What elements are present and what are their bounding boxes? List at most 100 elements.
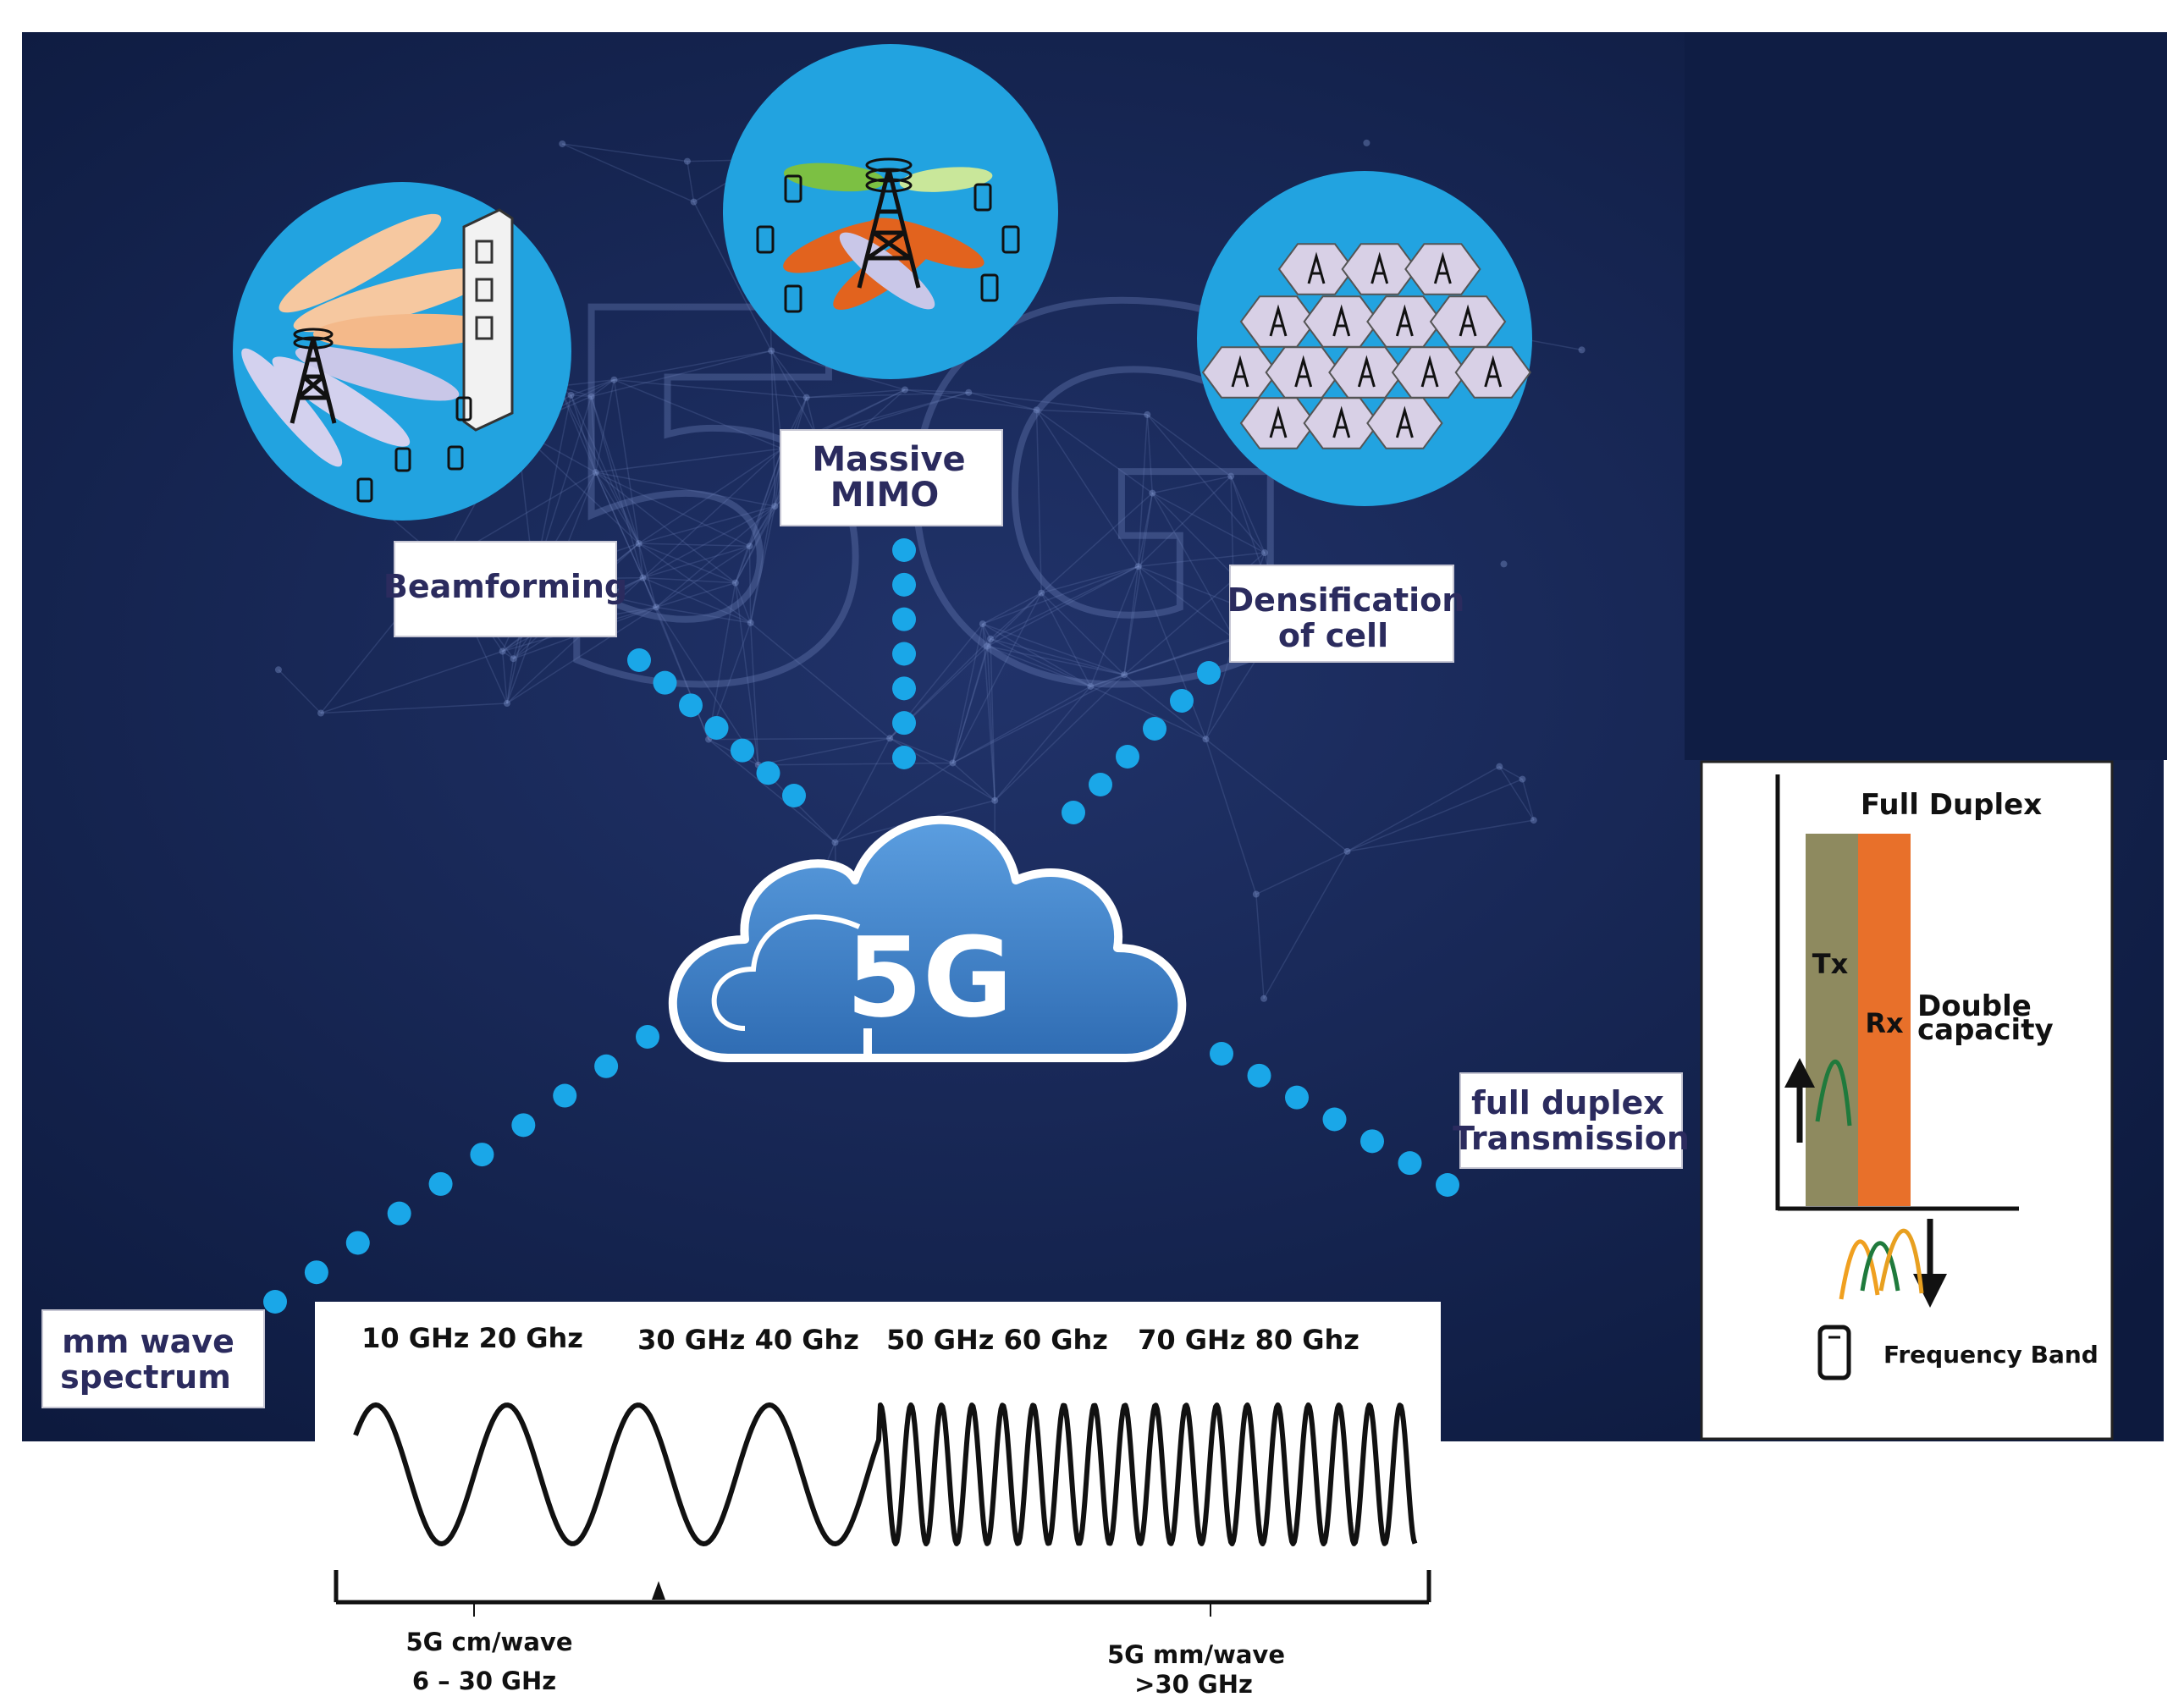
hex-cell	[1391, 346, 1469, 399]
freq-label-4: 70 GHz 80 Ghz	[1138, 1324, 1359, 1356]
connector-dot	[304, 1260, 328, 1285]
mesh-line	[982, 565, 1139, 625]
mesh-line	[590, 396, 640, 544]
mesh-node	[1519, 775, 1526, 783]
mesh-line	[1205, 739, 1257, 895]
mesh-line	[1041, 565, 1139, 594]
mesh-line	[994, 674, 1125, 802]
mesh-line	[320, 702, 507, 714]
mini-tower-icon	[1420, 355, 1439, 388]
connector-dot	[892, 711, 916, 736]
mesh-line	[506, 628, 535, 704]
mesh-line	[643, 576, 736, 584]
connector-dot	[679, 693, 703, 718]
connector-dot	[345, 1231, 370, 1255]
mesh-line	[750, 622, 891, 739]
mesh-line	[655, 606, 751, 624]
mesh-line	[1036, 409, 1153, 494]
mini-tower-icon	[1269, 304, 1288, 337]
mesh-line	[806, 391, 969, 399]
mesh-line	[571, 378, 615, 396]
svg-text:spectrum: spectrum	[60, 1358, 231, 1396]
mesh-line	[994, 686, 1091, 802]
mini-tower-icon	[1332, 405, 1351, 438]
mesh-line	[1035, 409, 1139, 567]
mesh-line	[643, 505, 775, 579]
mini-tower-icon	[1395, 304, 1414, 337]
mesh-line	[614, 378, 807, 399]
mesh-line	[904, 388, 969, 394]
mini-tower-icon	[1231, 355, 1249, 388]
mesh-line	[968, 391, 1037, 411]
connector-dot	[511, 1113, 536, 1138]
beamforming-circle	[233, 182, 571, 521]
mesh-line	[735, 582, 759, 765]
connector-dot	[756, 761, 780, 785]
connector-dot	[1285, 1085, 1309, 1110]
densification-label: Densification of cell	[1227, 565, 1464, 663]
mesh-line	[614, 378, 783, 449]
mini-tower-icon	[1433, 251, 1452, 284]
hex-cell	[1277, 243, 1355, 295]
beamforming-label: Beamforming	[383, 541, 627, 637]
mesh-node	[690, 198, 698, 206]
connector-dot	[1360, 1129, 1384, 1154]
connector-dot	[1247, 1063, 1271, 1088]
mesh-line	[590, 396, 644, 578]
mesh-node	[567, 391, 575, 399]
mesh-line	[1036, 409, 1148, 416]
mesh-node	[317, 709, 325, 717]
connector-dot	[594, 1054, 619, 1078]
svg-text:Transmission: Transmission	[1453, 1120, 1690, 1157]
mesh-line	[1255, 851, 1348, 895]
mesh-line	[968, 391, 1148, 416]
mesh-line	[558, 385, 640, 544]
connector-dot	[782, 784, 806, 807]
mesh-line	[594, 379, 615, 473]
mesh-line	[952, 762, 995, 802]
mesh-node	[1038, 589, 1045, 597]
mesh-line	[655, 607, 709, 740]
mesh-line	[986, 646, 995, 801]
mesh-node	[587, 393, 595, 400]
mesh-line	[278, 669, 322, 714]
mesh-line	[749, 505, 776, 624]
hex-cell	[1404, 243, 1481, 295]
mesh-line	[501, 651, 508, 704]
connector-dot	[1436, 1173, 1459, 1197]
hex-cell	[1366, 397, 1443, 449]
mesh-line	[561, 143, 694, 203]
connector-dot	[263, 1290, 287, 1314]
mesh-node	[747, 619, 754, 626]
mesh-node	[802, 394, 810, 401]
connector-dot	[653, 670, 677, 695]
mesh-line	[594, 471, 657, 608]
hex-cell	[1454, 346, 1531, 399]
mesh-line	[638, 543, 750, 547]
mini-tower-icon	[1459, 304, 1477, 337]
mesh-line	[595, 471, 640, 544]
mesh-line	[982, 623, 1125, 675]
mesh-line	[614, 350, 772, 381]
svg-text:mm wave: mm wave	[62, 1323, 234, 1360]
mesh-node	[1500, 560, 1508, 568]
connector-dot	[470, 1143, 494, 1167]
rx-signal-orange-2	[1878, 1228, 1924, 1294]
mesh-line	[1263, 851, 1348, 1000]
mesh-line	[320, 650, 503, 714]
hex-cell	[1265, 346, 1342, 399]
mesh-node	[1087, 682, 1095, 690]
mesh-line	[595, 471, 750, 547]
mesh-line	[815, 388, 906, 436]
mesh-node	[1121, 671, 1128, 679]
mesh-line	[1138, 552, 1266, 567]
rx-signal-orange	[1839, 1239, 1880, 1300]
mesh-line	[594, 471, 644, 578]
mesh-node	[274, 666, 282, 674]
mesh-line	[770, 350, 808, 399]
mesh-line	[591, 379, 615, 398]
mesh-line	[1138, 565, 1235, 640]
freq-label-3: 50 GHz 60 Ghz	[886, 1324, 1108, 1356]
mesh-line	[835, 762, 953, 843]
mesh-line	[595, 471, 736, 584]
